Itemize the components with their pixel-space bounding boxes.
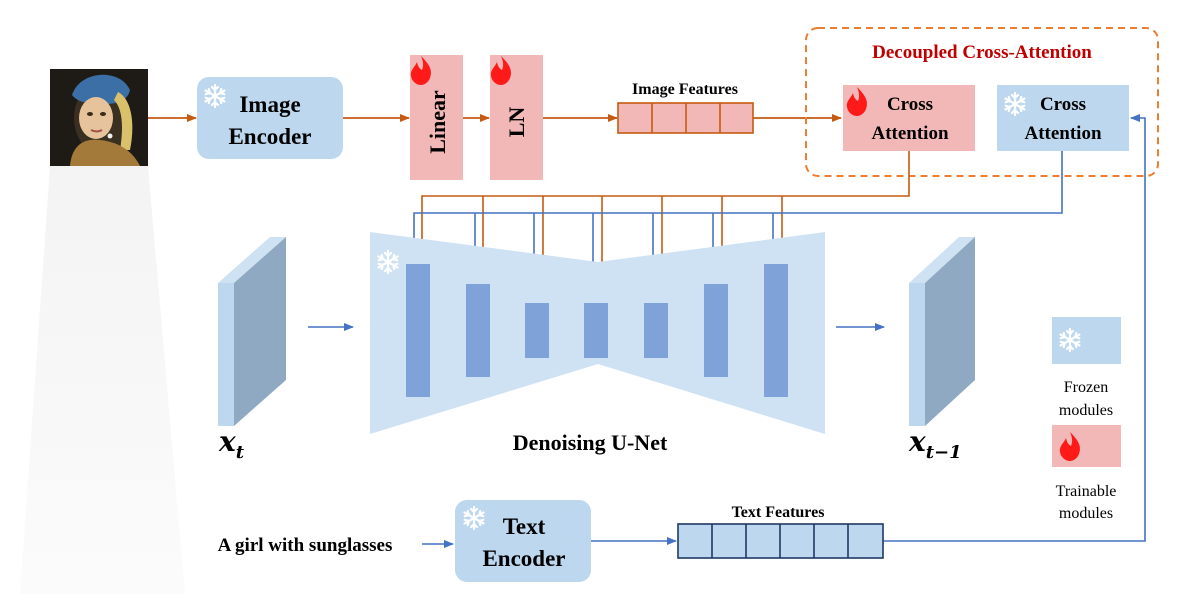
image-features-label: Image Features	[632, 81, 738, 98]
legend-frozen-label-2: modules	[1059, 402, 1113, 419]
legend-trainable-label-1: Trainable	[1056, 483, 1117, 500]
decoupled-cross-attention-group: Decoupled Cross-Attention	[805, 27, 1159, 177]
legend: Frozen modules Trainable modules	[1052, 317, 1121, 522]
cross-attention-frozen-label-2: Attention	[1024, 123, 1101, 144]
unet-block	[584, 303, 608, 358]
ln-label: LN	[504, 107, 529, 138]
linear-label: Linear	[425, 90, 450, 154]
text-encoder-block: Text Encoder	[455, 500, 591, 582]
xt-label: xt	[218, 425, 245, 463]
latent-xt: xt	[218, 237, 286, 463]
cross-attention-frozen-label-1: Cross	[1040, 94, 1086, 115]
cross-attention-trainable-label-2: Attention	[871, 123, 948, 144]
unet-block	[466, 284, 490, 377]
cross-attention-trainable: Cross Attention	[843, 85, 975, 151]
denoising-unet: Denoising U-Net	[370, 232, 825, 455]
ln-block: LN	[490, 55, 543, 180]
thumbnail-beam	[20, 166, 185, 594]
legend-trainable-label-2: modules	[1059, 505, 1113, 522]
text-features-label: Text Features	[732, 504, 825, 521]
unet-block	[644, 303, 668, 358]
latent-xt-minus-1: xt−1	[908, 237, 975, 463]
unet-block	[406, 264, 430, 397]
painting-thumbnail	[50, 69, 148, 166]
linear-block: Linear	[410, 55, 463, 180]
unet-label: Denoising U-Net	[513, 430, 668, 455]
xt-minus-1-label: xt−1	[908, 425, 962, 463]
text-prompt: A girl with sunglasses	[218, 535, 393, 556]
unet-block	[525, 303, 549, 358]
unet-block	[704, 284, 728, 377]
text-features: Text Features	[677, 504, 884, 559]
image-encoder-block: Image Encoder	[197, 77, 343, 159]
text-encoder-label-2: Encoder	[482, 546, 565, 571]
cross-attention-frozen: Cross Attention	[997, 85, 1129, 151]
image-encoder-label-2: Encoder	[228, 124, 311, 149]
text-encoder-label-1: Text	[503, 514, 546, 539]
cross-attention-trainable-label-1: Cross	[887, 94, 933, 115]
legend-frozen-swatch	[1052, 317, 1121, 364]
unet-block	[764, 264, 788, 397]
image-features: Image Features	[617, 81, 754, 134]
image-encoder-label-1: Image	[239, 92, 300, 117]
decoupled-title: Decoupled Cross-Attention	[872, 42, 1092, 63]
legend-frozen-label-1: Frozen	[1064, 379, 1108, 396]
